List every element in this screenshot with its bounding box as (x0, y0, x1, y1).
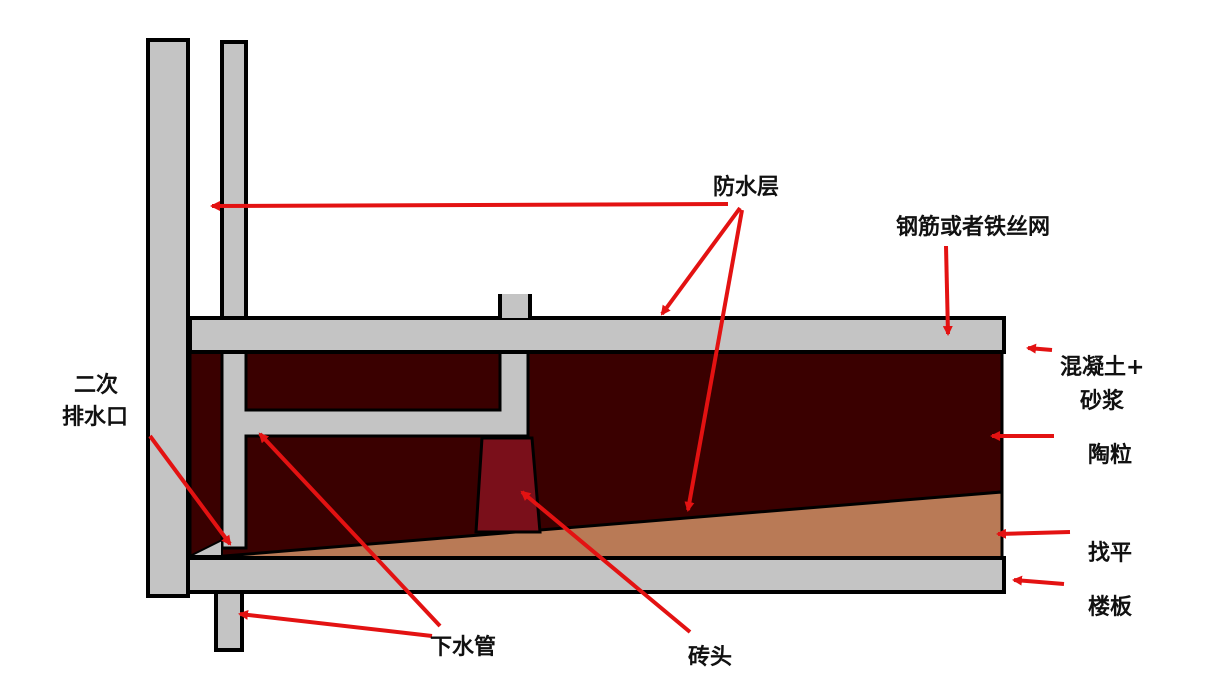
arrow-drain-pipe-outlet (238, 609, 433, 638)
label-ceramsite: 陶粒 (1088, 442, 1132, 468)
label-secondary-drain-2: 排水口 (62, 405, 128, 430)
vertical-drain-pipe (220, 40, 248, 320)
arrow-concrete (1026, 343, 1053, 354)
left-wall (146, 38, 190, 598)
arrow-leveling (996, 528, 1071, 539)
secondary-drain-corner (189, 538, 223, 557)
floor-slab-rect (146, 556, 1006, 594)
label-waterproof: 防水层 (713, 175, 779, 200)
label-floor-slab: 楼板 (1088, 595, 1133, 620)
label-concrete-1: 混凝土+ (1060, 354, 1144, 380)
arrow-waterproof-wall (210, 200, 729, 211)
drain-pipe-outlet (214, 590, 244, 652)
brick-block (474, 436, 542, 534)
label-concrete-2: 砂浆 (1080, 388, 1125, 414)
arrow-mesh (942, 245, 953, 336)
arrow-secondary-drain (148, 434, 232, 546)
annotation-arrows (148, 200, 1071, 638)
arrow-waterproof-slab (660, 206, 742, 316)
arrow-drain-pipe-joint (258, 432, 442, 628)
label-mesh: 钢筋或者铁丝网 (896, 214, 1050, 240)
label-brick: 砖头 (688, 644, 732, 670)
arrow-floor-slab (1012, 575, 1065, 586)
arrow-waterproof-fill (684, 209, 744, 512)
label-drain-pipe: 下水管 (430, 634, 496, 660)
top-stub-pipe (498, 294, 532, 318)
label-leveling: 找平 (1088, 541, 1132, 566)
label-secondary-drain-1: 二次 (74, 372, 118, 398)
arrow-brick (520, 490, 692, 634)
top-screed-slab (188, 316, 1006, 354)
